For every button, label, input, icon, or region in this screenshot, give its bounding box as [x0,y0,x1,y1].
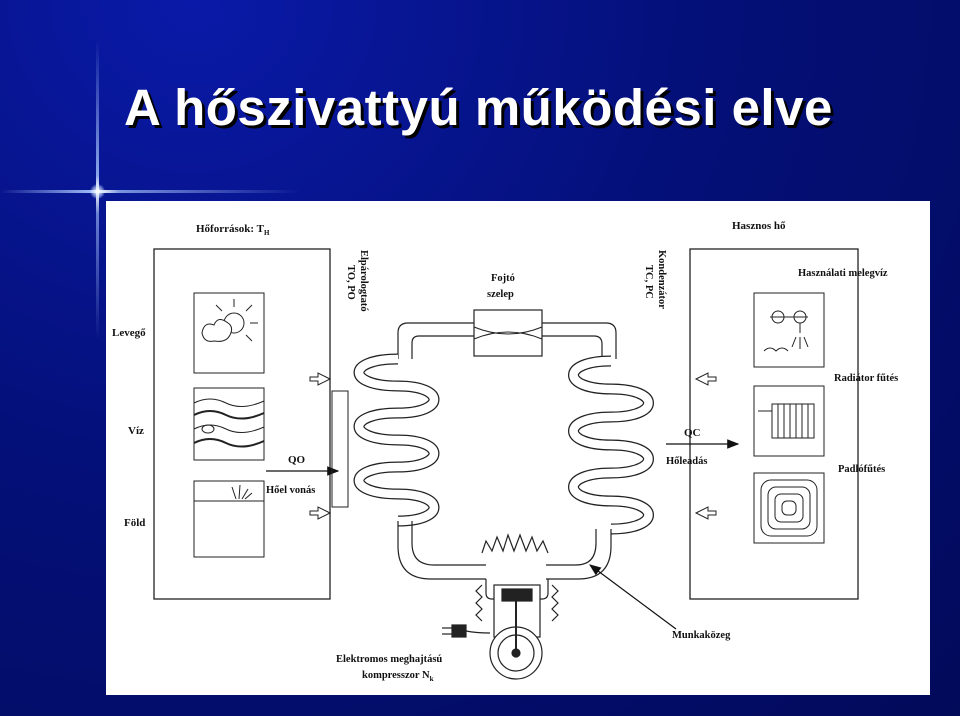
refrigerant-circuit [353,322,654,580]
qc-label: QC [684,427,701,439]
ground-tile [193,480,265,558]
compressor-label-2: kompresszor Nk [362,670,434,683]
floor-heating-tile [753,472,825,544]
heat-pump-diagram: Hőforrások: TH Hasznos hő Elpárologtató … [106,201,930,695]
water-tile [193,387,265,461]
condenser-label: Kondenzátor [656,250,667,309]
air-label: Levegő [112,327,146,339]
valve-label-1: Fojtó [491,273,515,284]
evaporator-label: Elpárologtató [358,250,369,312]
ground-label: Föld [124,517,145,529]
air-flow-arrows-left [309,372,332,520]
heat-source-box [153,248,331,600]
radiator-label: Radiátor fűtés [834,373,898,384]
heat-release-label: Hőleadás [666,456,707,467]
throttle-valve [473,309,543,357]
radiator-tile [753,385,825,457]
water-label: Víz [128,425,144,437]
evaporator-params: TO, PO [345,265,356,300]
working-medium-arrow [589,564,677,630]
floor-heating-label: Padlófűtés [838,464,885,475]
heat-absorption-label: Hőel vonás [266,485,315,496]
air-tile [193,292,265,374]
qo-label: QO [288,454,306,466]
useful-heat-label: Hasznos hő [732,220,786,232]
lens-flare-center [90,184,105,199]
compressor-label-1: Elektromos meghajtású [336,654,442,665]
compressor [442,533,559,680]
air-flow-arrows-right [694,372,717,520]
valve-label-2: szelep [487,289,514,300]
slide-title: A hőszivattyú működési elve [124,79,833,136]
hot-water-tile [753,292,825,368]
heat-sources-label: Hőforrások: TH [196,223,270,237]
evaporator-bar [331,390,349,508]
lens-flare-horizontal [0,190,300,193]
working-medium-label: Munkaközeg [672,630,731,641]
hot-water-label: Használati melegvíz [798,268,888,279]
useful-heat-box [689,248,859,600]
diagram-canvas: Hőforrások: TH Hasznos hő Elpárologtató … [112,220,898,683]
condenser-params: TC, PC [643,265,654,299]
